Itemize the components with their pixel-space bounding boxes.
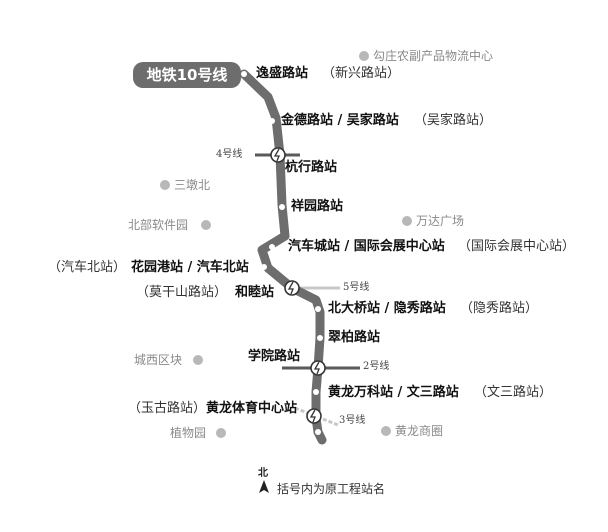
- landmark-sandunbei: 三墩北: [174, 178, 211, 192]
- station-dot-cuibai: [317, 335, 323, 341]
- station-jinde-old: （吴家路站）: [414, 113, 493, 128]
- station-huanglongwanke-old: （文三路站）: [474, 385, 553, 400]
- transfer-icon-hemu: [284, 280, 300, 296]
- landmark-dot-beibu: [201, 220, 211, 230]
- station-dot-beidaqiao: [315, 306, 321, 312]
- transfer-label-line5: 5号线: [343, 282, 370, 293]
- station-dot-xiangyuan: [279, 204, 285, 210]
- station-dot-jinde: [269, 118, 275, 124]
- station-dot-terminus: [315, 429, 321, 435]
- landmark-dot-wanda: [402, 216, 412, 226]
- landmark-dot-chengxi: [193, 355, 203, 365]
- station-cuibai: 翠柏路站: [328, 330, 381, 345]
- transfer-label-line3: 3号线: [339, 415, 366, 426]
- station-beidaqiao: 北大桥站 / 隐秀路站: [328, 301, 446, 316]
- landmark-gouzhuang: 勾庄农副产品物流中心: [373, 49, 494, 63]
- station-huanglongtiyu-old: （玉古路站）: [128, 401, 207, 416]
- station-huanglongtiyu: 黄龙体育中心站: [206, 401, 298, 416]
- landmark-dot-zhiwuyuan: [216, 428, 226, 438]
- station-hangxing: 杭行路站: [285, 160, 338, 175]
- station-huayuangang-old: （汽车北站）: [48, 260, 127, 275]
- landmark-wanda: 万达广场: [416, 214, 465, 228]
- compass-north: 北: [258, 468, 268, 479]
- station-dot-qichecheng: [269, 244, 275, 250]
- line10-route: [239, 69, 327, 445]
- landmark-chengxi: 城西区块: [134, 353, 183, 367]
- transfer-icon-hangxing: [270, 147, 286, 163]
- station-hemu-old: （莫干山路站）: [136, 285, 228, 300]
- station-hemu: 和睦站: [235, 285, 275, 300]
- landmark-dot-huanglong: [381, 426, 391, 436]
- line3-crossing: [294, 406, 339, 427]
- station-dot-huayuangang: [261, 264, 267, 270]
- station-huayuangang: 花园港站 / 汽车北站: [131, 260, 249, 275]
- landmark-zhiwuyuan: 植物园: [170, 426, 207, 440]
- station-qichecheng: 汽车城站 / 国际会展中心站: [288, 239, 445, 254]
- station-xueyuan: 学院路站: [248, 349, 301, 364]
- station-yisheng-old: （新兴路站）: [322, 66, 401, 81]
- landmark-huanglong: 黄龙商圈: [395, 424, 444, 438]
- transfer-icon-huanglongtiyu: [306, 408, 322, 424]
- line-badge: 地铁10号线: [133, 62, 241, 88]
- station-xiangyuan: 祥园路站: [291, 199, 344, 214]
- transfer-label-line2: 2号线: [363, 361, 390, 372]
- landmark-dot-gouzhuang: [359, 51, 369, 61]
- station-qichecheng-old: （国际会展中心站）: [458, 239, 576, 254]
- legend-note: 括号内为原工程站名: [277, 482, 386, 496]
- station-jinde: 金德路站 / 吴家路站: [281, 113, 399, 128]
- station-yisheng: 逸盛路站: [256, 66, 309, 81]
- station-dot-huanglongwanke: [313, 389, 319, 395]
- transfer-icon-xueyuan: [310, 360, 326, 376]
- landmark-beibu: 北部软件园: [128, 218, 189, 232]
- landmark-dot-sandunbei: [160, 180, 170, 190]
- north-arrow-icon: [259, 480, 269, 493]
- station-beidaqiao-old: （隐秀路站）: [460, 301, 539, 316]
- transfer-label-line4: 4号线: [216, 149, 243, 160]
- station-huanglongwanke: 黄龙万科站 / 文三路站: [328, 385, 459, 400]
- station-dot-yisheng: [241, 71, 247, 77]
